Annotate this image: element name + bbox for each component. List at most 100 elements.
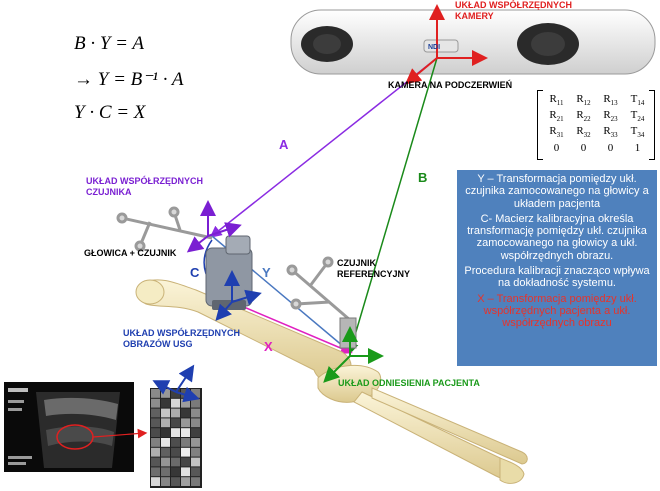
matrix-cell: R23 [603, 108, 618, 124]
pixel-cell [181, 428, 190, 437]
pixel-cell [181, 467, 190, 477]
pixel-cell [171, 438, 180, 447]
info-procedure-text: Procedura kalibracji znacząco wpływa na … [464, 265, 650, 290]
matrix-cell: R21 [549, 108, 564, 124]
pixel-cell [171, 477, 180, 486]
pixel-cell [151, 447, 160, 457]
pixel-cell [161, 457, 170, 467]
ir-camera-label: KAMERA NA PODCZERWIEŃ [388, 80, 513, 90]
pixel-cell [171, 467, 180, 477]
pixel-cell [191, 467, 200, 477]
matrix-cell: R32 [576, 124, 591, 140]
matrix-cell: T14 [630, 92, 645, 108]
pixel-cell [151, 389, 160, 398]
equation-1: B · Y = A [74, 33, 145, 54]
camera-brand: NDI [428, 44, 441, 51]
matrix-cell: 0 [553, 142, 560, 154]
pixel-cell [191, 418, 200, 428]
sensor-coords-label: UKŁAD WSPÓŁRZĘDNYCH CZUJNIKA [86, 176, 203, 197]
pixel-cell [191, 438, 200, 447]
pixel-cell [171, 398, 180, 408]
info-y-text: Y – Transformacja pomiędzy ukł. czujnika… [465, 173, 649, 210]
pixel-cell [151, 408, 160, 418]
pixel-cell [181, 447, 190, 457]
pixel-cell [161, 447, 170, 457]
usg-axes-probe [215, 270, 262, 322]
matrix-cell: R12 [576, 92, 591, 108]
head-sensor-label: GŁOWICA + CZUJNIK [84, 248, 177, 258]
ir-camera [290, 9, 656, 75]
pixel-cell [171, 457, 180, 467]
pixel-cell [181, 418, 190, 428]
matrix-cell: 1 [634, 142, 641, 154]
pixel-cell [181, 438, 190, 447]
pixel-grid-image [150, 388, 202, 488]
transform-y-label: Y [262, 265, 271, 280]
matrix-table: R11 R12 R13 T14 R21 R22 R23 T24 R31 R32 … [543, 92, 651, 156]
info-x-text: X – Transformacja pomiędzy ukł. współrzę… [477, 292, 637, 330]
pixel-cell [191, 398, 200, 408]
usg-axes-grid [152, 364, 200, 403]
matrix-cell: T24 [630, 108, 645, 124]
pixel-cell [161, 467, 170, 477]
transformation-matrix: R11 R12 R13 T14 R21 R22 R23 T24 R31 R32 … [537, 90, 655, 160]
equation-2: → Y = B⁻¹ · A [74, 69, 184, 90]
matrix-cell: R31 [549, 124, 564, 140]
pixel-cell [181, 408, 190, 418]
info-box: Y – Transformacja pomiędzy ukł. czujnika… [457, 170, 657, 366]
pixel-cell [181, 477, 190, 486]
pixel-cell [191, 428, 200, 437]
patient-axes [323, 326, 384, 383]
transform-a-line [209, 57, 438, 238]
pixel-cell [191, 457, 200, 467]
pixel-cell [191, 477, 200, 486]
pixel-cell [151, 418, 160, 428]
pixel-cell [191, 447, 200, 457]
matrix-cell: 0 [607, 142, 614, 154]
pixel-cell [181, 398, 190, 408]
matrix-cell: R11 [549, 92, 564, 108]
pixel-cell [151, 428, 160, 437]
pixel-cell [171, 408, 180, 418]
pixel-cell [181, 457, 190, 467]
camera-coords-label: UKŁAD WSPÓŁRZĘDNYCH KAMERY [455, 0, 572, 21]
patient-frame-label: UKŁAD ODNIESIENIA PACJENTA [338, 378, 480, 388]
pixel-cell [171, 428, 180, 437]
pixel-cell [161, 389, 170, 398]
pixel-cell [171, 389, 180, 398]
matrix-cell: R33 [603, 124, 618, 140]
sensor-axes [186, 200, 242, 253]
reference-sensor-label: CZUJNIK REFERENCYJNY [337, 258, 411, 279]
transform-c-label: C [190, 265, 200, 280]
info-c-text: C- Macierz kalibracyjna określa transfor… [467, 212, 647, 262]
matrix-cell: 0 [580, 142, 587, 154]
pixel-cell [151, 477, 160, 486]
pixel-cell [151, 438, 160, 447]
pixel-cell [161, 408, 170, 418]
equation-3: Y · C = X [74, 102, 146, 123]
camera-axes [404, 4, 488, 85]
pixel-cell [171, 418, 180, 428]
pixel-cell [161, 428, 170, 437]
ultrasound-image [4, 382, 148, 472]
transform-x-line [231, 301, 353, 355]
matrix-cell: R13 [603, 92, 618, 108]
pixel-cell [191, 408, 200, 418]
usg-coords-label: UKŁAD WSPÓŁRZĘDNYCH OBRAZÓW USG [123, 328, 240, 349]
pixel-cell [151, 398, 160, 408]
pixel-cell [151, 467, 160, 477]
probe-sensor-tool [116, 206, 213, 252]
matrix-cell: T34 [630, 124, 645, 140]
pixel-cell [161, 398, 170, 408]
pixel-cell [161, 438, 170, 447]
transform-b-line [346, 57, 438, 355]
transform-x-label: X [264, 339, 273, 354]
pixel-cell [171, 447, 180, 457]
transform-a-label: A [279, 137, 289, 152]
matrix-cell: R22 [576, 108, 591, 124]
pixel-cell [151, 457, 160, 467]
pixel-cell [161, 477, 170, 486]
pixel-cell [161, 418, 170, 428]
